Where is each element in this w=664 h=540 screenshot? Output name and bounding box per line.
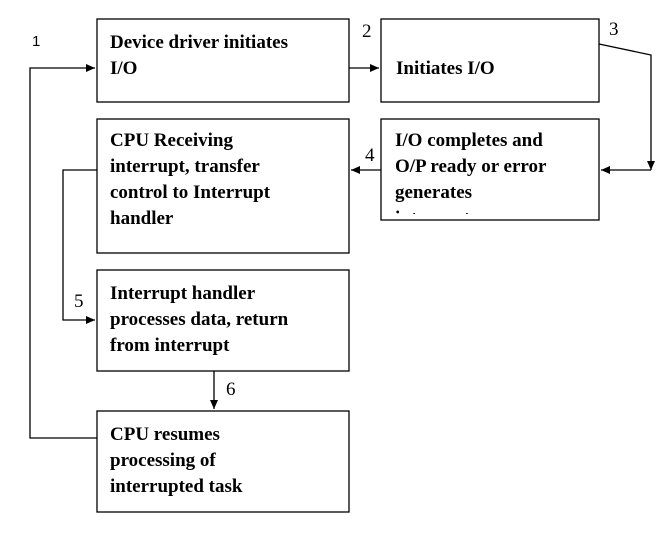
arrow-initiate-to-complete <box>598 43 655 170</box>
box-cpu-receiving <box>96 118 350 254</box>
step-number-1: 1 <box>32 33 41 50</box>
label-initiates-io: Initiates I/O <box>396 58 495 79</box>
label-interrupt-handler: Interrupt handler processes data, return… <box>110 283 289 356</box>
box-initiates-io <box>380 18 600 103</box>
box-cpu-resumes <box>96 410 350 513</box>
box-io-completes <box>380 118 600 221</box>
step-number-3: 3 <box>609 19 619 40</box>
label-cpu-resumes: CPU resumes processing of interrupted ta… <box>110 424 243 497</box>
arrow-loop-left <box>29 64 97 439</box>
step-number-6: 6 <box>226 379 236 400</box>
label-cpu-receiving: CPU Receiving interrupt, transfer contro… <box>110 130 271 229</box>
step-number-2: 2 <box>362 21 372 42</box>
step-number-5: 5 <box>74 291 84 312</box>
label-io-completes: I/O completes and O/P ready or error gen… <box>395 130 547 214</box>
label-device-driver: Device driver initiates I/O <box>110 32 288 79</box>
box-interrupt-handler <box>96 269 350 372</box>
arrow-cpu-to-handler <box>62 169 97 324</box>
step-number-4: 4 <box>365 145 375 166</box>
label-io-completes-clip: I/O completes and O/P ready or error gen… <box>395 128 595 214</box>
box-device-driver <box>96 18 350 103</box>
